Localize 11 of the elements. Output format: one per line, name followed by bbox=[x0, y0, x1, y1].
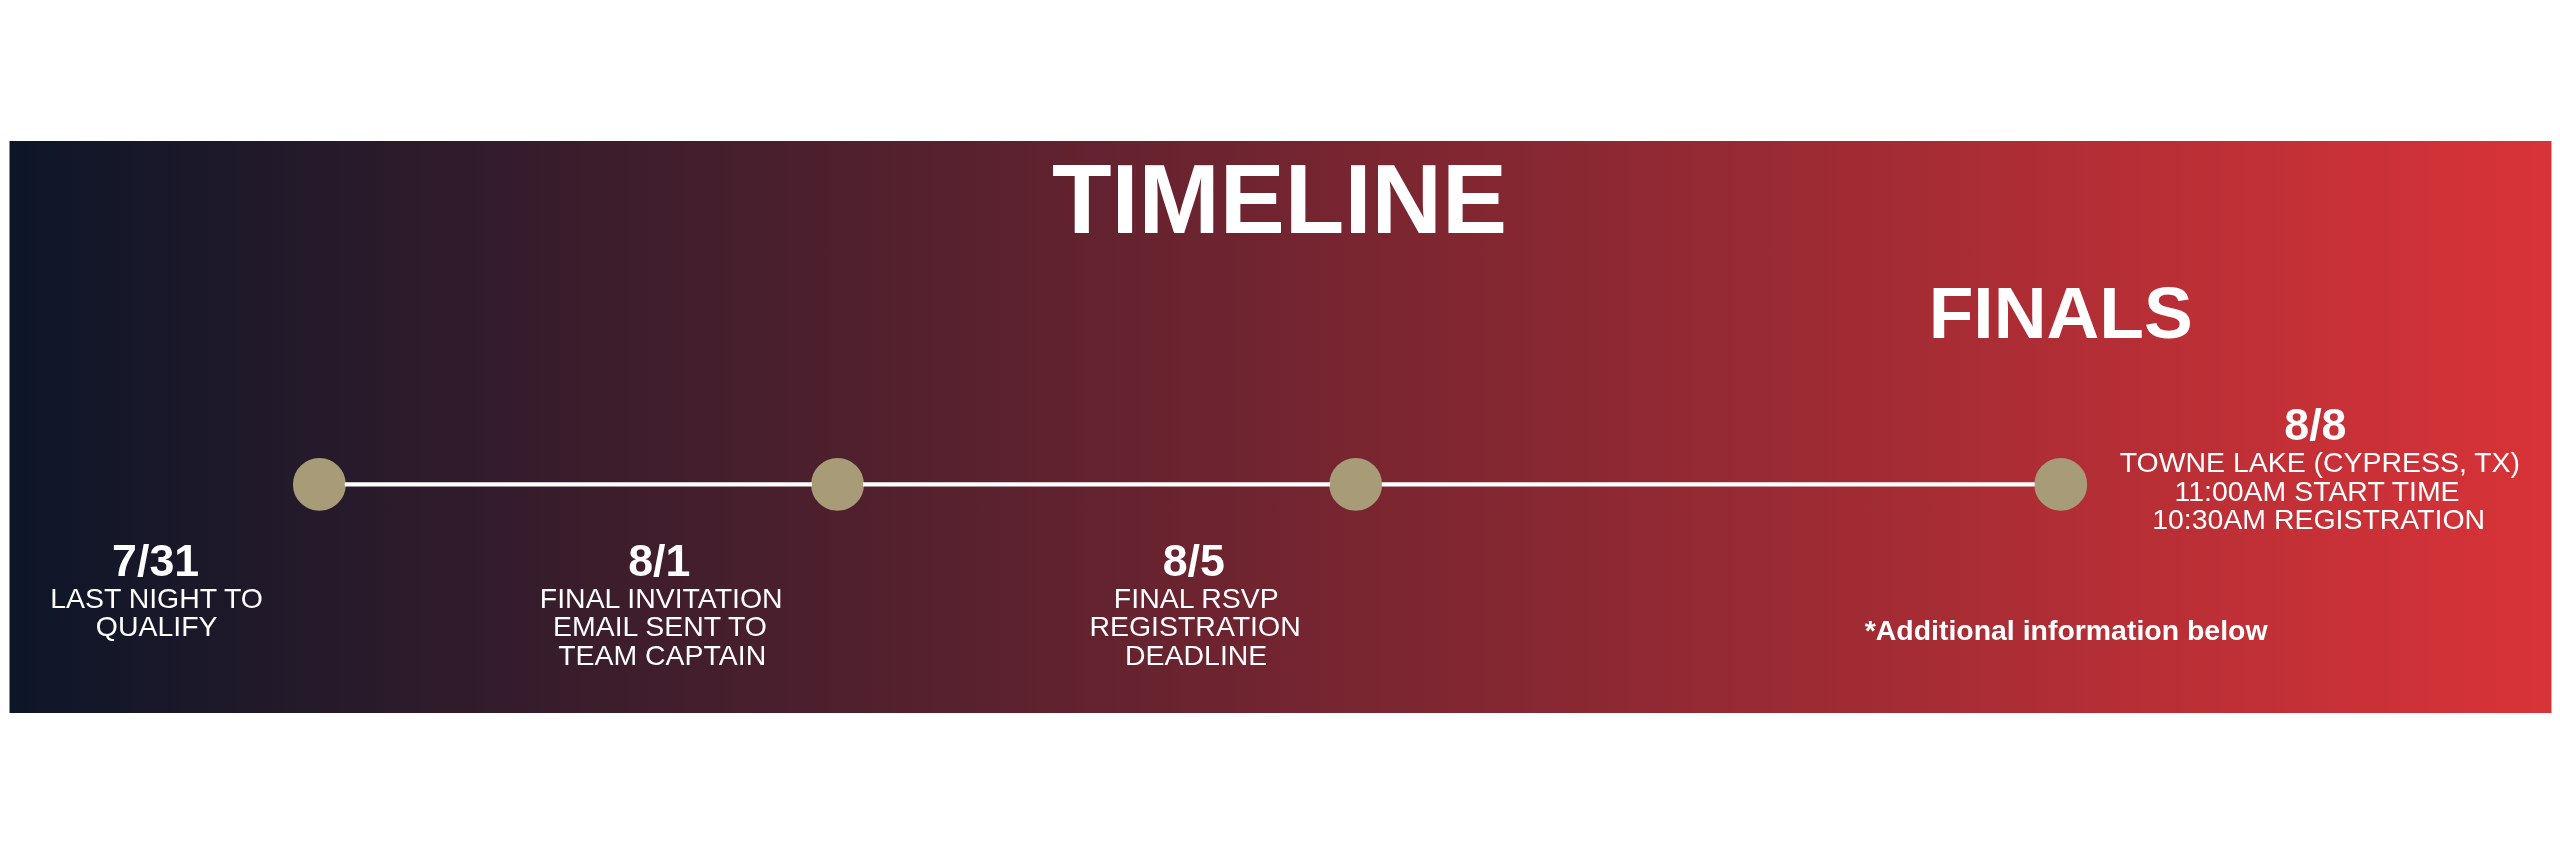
connector bbox=[862, 481, 1330, 486]
connector bbox=[1381, 481, 2035, 486]
node-circle bbox=[2033, 457, 2087, 511]
node-circle bbox=[292, 457, 346, 511]
connector bbox=[344, 481, 812, 486]
node-label: 10:30AM REGISTRATION bbox=[2151, 502, 2485, 535]
label: FINALS bbox=[1928, 271, 2193, 354]
diagram-title: TIMELINE bbox=[1051, 144, 1507, 254]
label: *Additional information below bbox=[1864, 613, 2268, 646]
node-circle bbox=[1328, 457, 1382, 511]
node-circle bbox=[810, 457, 864, 511]
